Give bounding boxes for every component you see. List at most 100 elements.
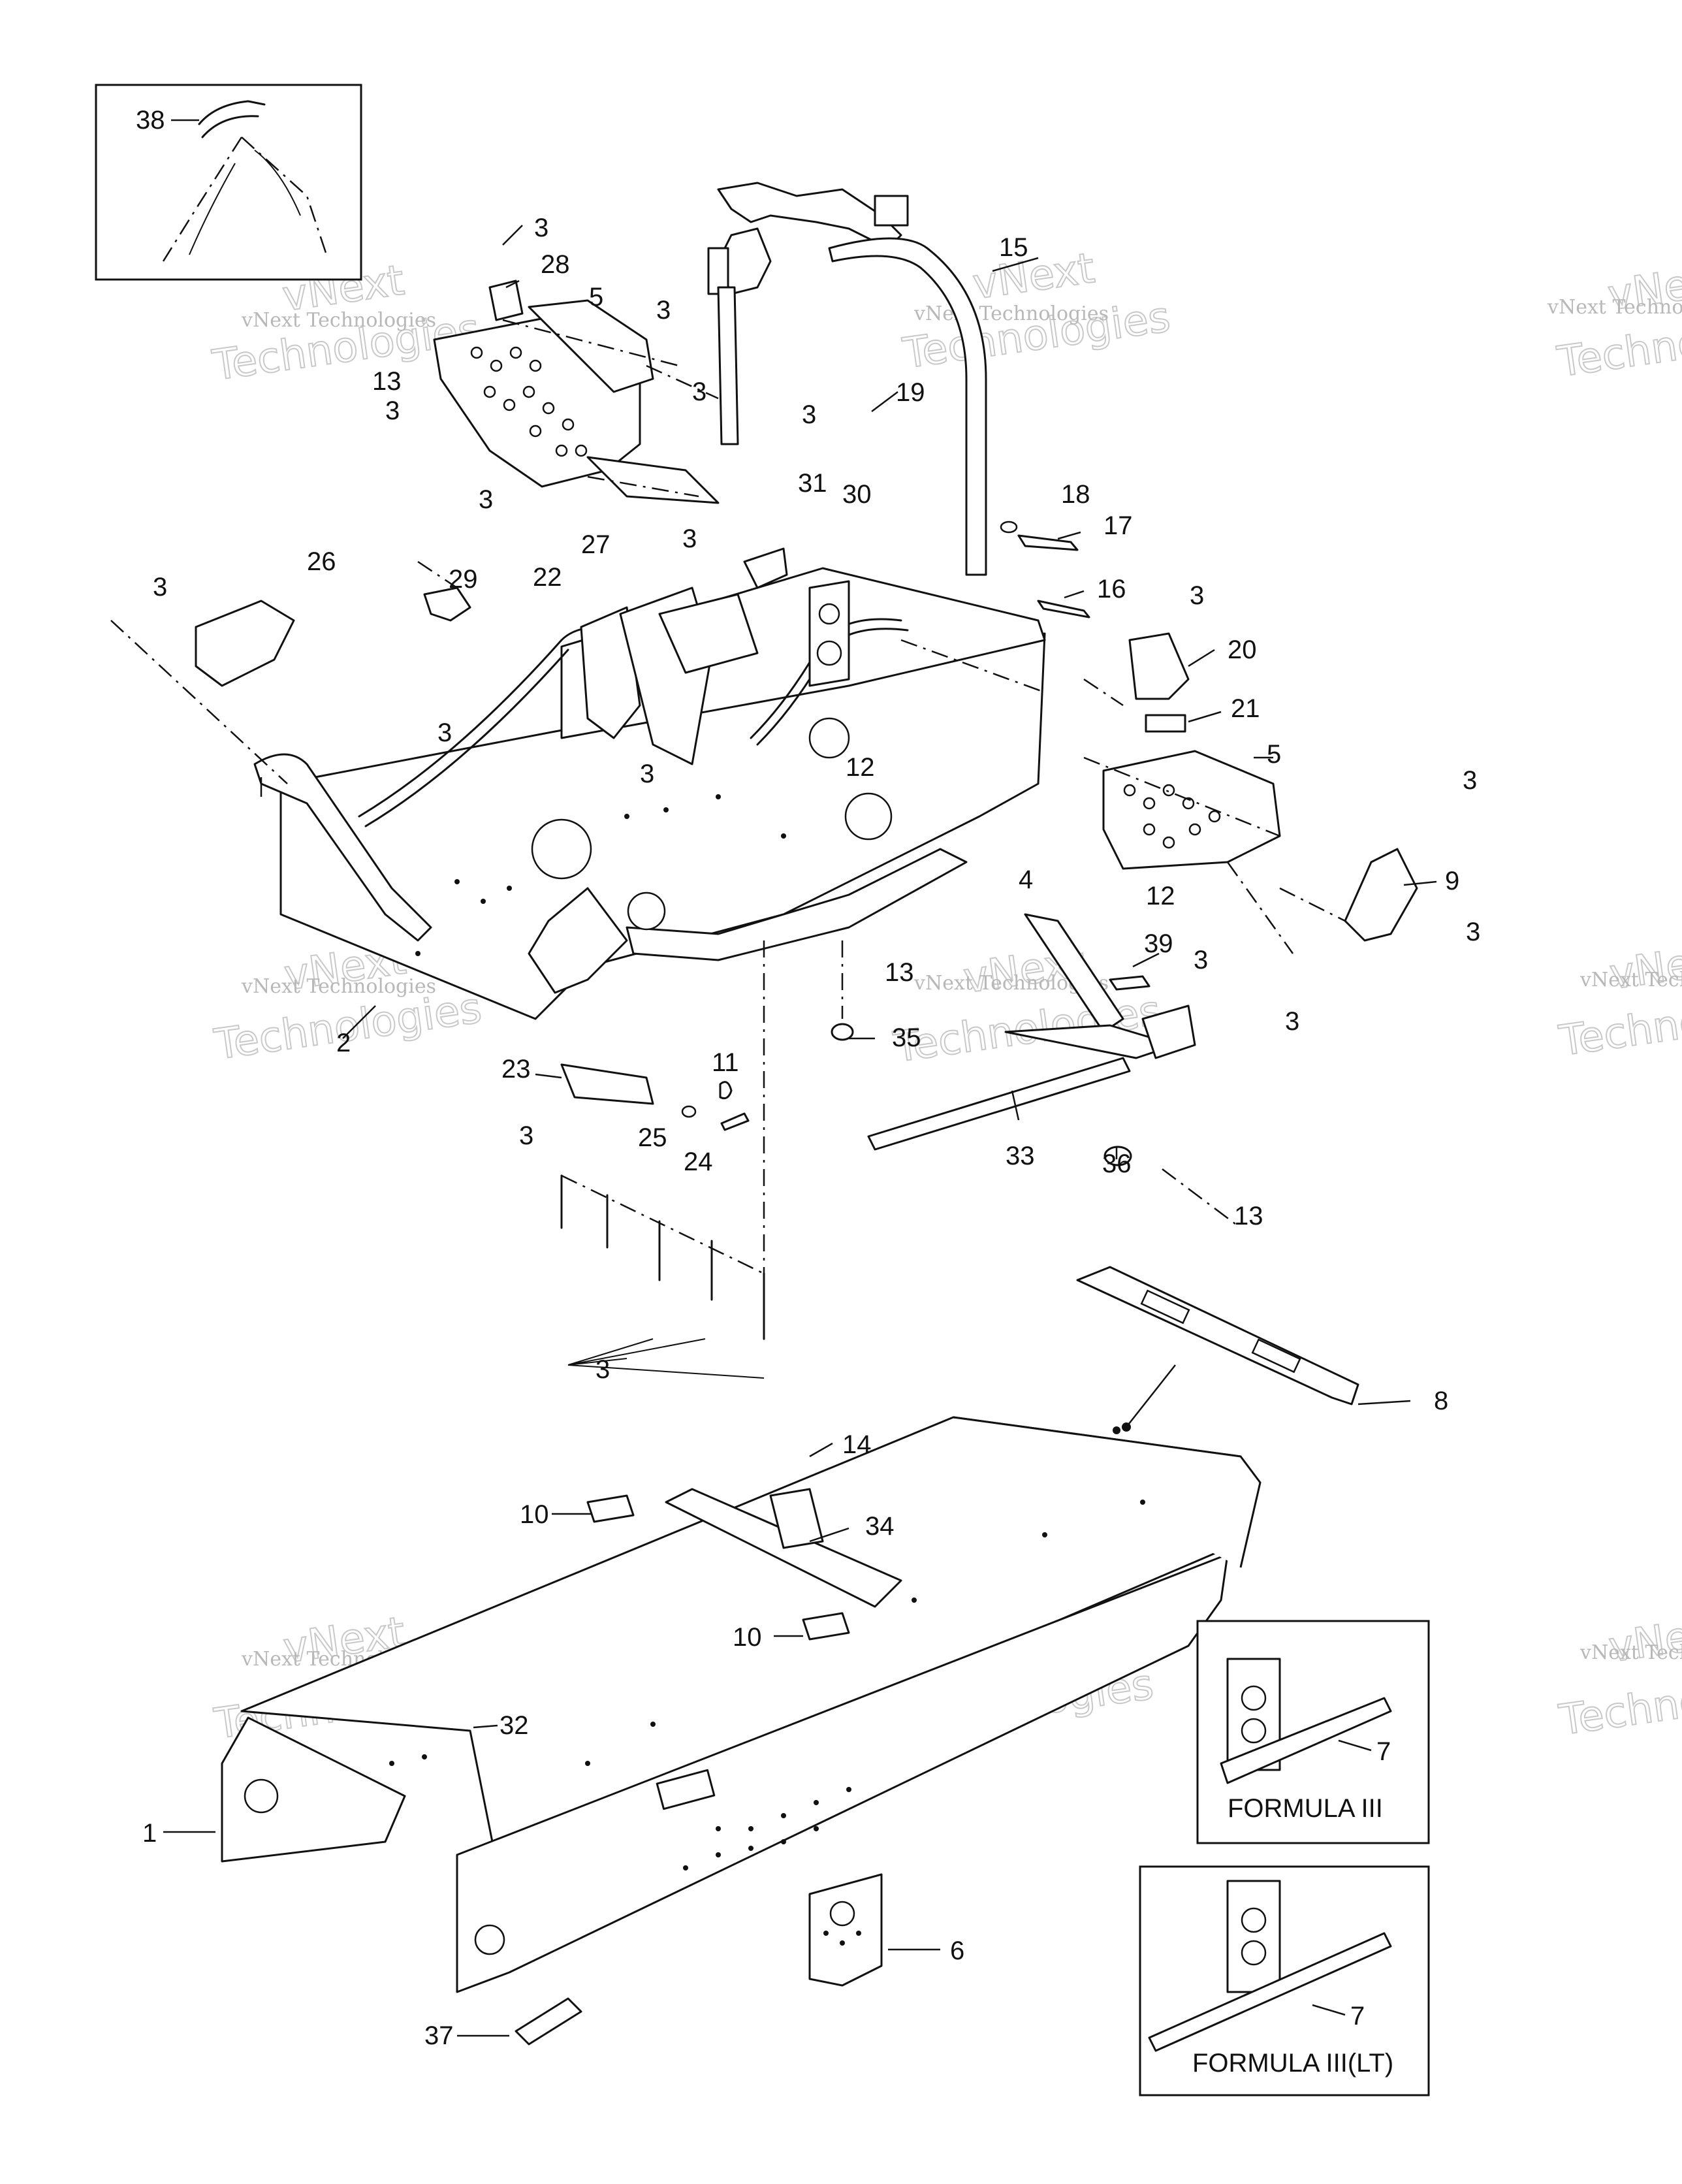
callout-37: 37 xyxy=(424,2021,454,2050)
callout-25: 25 xyxy=(638,1123,667,1152)
callout-26: 26 xyxy=(307,547,336,576)
washer-25 xyxy=(681,1105,697,1118)
callout-35: 35 xyxy=(892,1023,921,1052)
inset-part-38 xyxy=(95,84,362,281)
watermark-text: vNext Technologies xyxy=(1547,296,1682,319)
bolt-17 xyxy=(1017,534,1079,551)
callout-7: 7 xyxy=(1350,2002,1365,2031)
callout-23: 23 xyxy=(501,1055,531,1084)
bracket-20 xyxy=(1128,632,1190,700)
washer-18 xyxy=(1000,521,1018,534)
callout-3: 3 xyxy=(692,377,706,406)
callout-36: 36 xyxy=(1102,1149,1132,1178)
callout-10: 10 xyxy=(733,1623,762,1652)
callout-3: 3 xyxy=(519,1121,533,1150)
callout-13: 13 xyxy=(372,367,402,396)
watermark-text: vNext Technologies xyxy=(1579,1641,1682,1664)
steering-arm-33 xyxy=(867,1057,1131,1151)
callout-3: 3 xyxy=(534,214,548,242)
callout-leaders xyxy=(163,119,1437,2037)
support-22 xyxy=(580,606,641,739)
elbow-hose-38 xyxy=(198,100,266,125)
callout-38: 38 xyxy=(136,106,165,135)
callout-3: 3 xyxy=(437,718,452,747)
plate-8 xyxy=(1076,1266,1359,1405)
callout-18: 18 xyxy=(1061,480,1090,509)
callout-3: 3 xyxy=(1194,946,1208,974)
callout-4: 4 xyxy=(1019,865,1033,894)
part-15-steering-support xyxy=(707,182,987,576)
bracket-31 xyxy=(743,547,788,589)
callout-6: 6 xyxy=(950,1936,964,1965)
callout-3: 3 xyxy=(1285,1007,1299,1036)
callout-39: 39 xyxy=(1144,929,1173,958)
nut-11 xyxy=(719,1081,733,1100)
callout-3: 3 xyxy=(385,396,400,425)
callout-3: 3 xyxy=(1466,918,1480,946)
front-loop xyxy=(528,887,628,994)
callout-10: 10 xyxy=(520,1500,549,1529)
callout-12: 12 xyxy=(1146,882,1175,910)
callout-8: 8 xyxy=(1434,1387,1448,1415)
callout-3: 3 xyxy=(153,573,167,602)
inset-formula-3-lt xyxy=(1139,1865,1430,2096)
callout-9: 9 xyxy=(1445,867,1459,895)
callout-3: 3 xyxy=(656,296,671,325)
callout-20: 20 xyxy=(1228,635,1257,664)
callout-3: 3 xyxy=(1190,581,1204,610)
callout-14: 14 xyxy=(842,1430,872,1459)
right-side-parts xyxy=(1000,521,1418,954)
front-bumper-right xyxy=(626,848,968,961)
callout-11: 11 xyxy=(712,1048,739,1077)
bracket-9 xyxy=(1344,848,1418,942)
callout-16: 16 xyxy=(1097,575,1126,603)
callout-3: 3 xyxy=(802,400,816,429)
bracket-28 xyxy=(488,280,524,321)
watermark-text: vNext xyxy=(970,244,1097,309)
callout-28: 28 xyxy=(541,250,570,279)
callout-7: 7 xyxy=(1376,1737,1391,1766)
watermark-text: vNext Technologies xyxy=(241,975,436,998)
callout-3: 3 xyxy=(682,524,697,553)
callout-15: 15 xyxy=(999,233,1028,262)
plate-30 xyxy=(808,580,850,687)
callout-22: 22 xyxy=(533,563,562,592)
fastener-group-3 xyxy=(260,777,765,1379)
watermark-text: vNext Technologies xyxy=(1579,969,1682,991)
bracket-10b xyxy=(802,1612,850,1641)
callout-12: 12 xyxy=(846,753,875,782)
callout-29: 29 xyxy=(449,565,478,594)
bushing-36 xyxy=(1103,1146,1132,1166)
heat-shield-5-right xyxy=(1102,750,1281,870)
callout-34: 34 xyxy=(865,1512,895,1541)
grommet-35 xyxy=(831,1023,854,1041)
inset-label-formula-3-lt: FORMULA III(LT) xyxy=(1192,2049,1393,2078)
callout-32: 32 xyxy=(500,1711,529,1740)
callout-13: 13 xyxy=(885,958,914,987)
bolt-16 xyxy=(1037,600,1090,618)
callout-30: 30 xyxy=(842,480,872,509)
callout-19: 19 xyxy=(896,378,925,407)
part-37-axle xyxy=(515,1997,582,2046)
callout-31: 31 xyxy=(798,469,827,498)
clamp-29 xyxy=(423,586,471,622)
front-bumper-left xyxy=(253,753,432,942)
pad-21 xyxy=(1145,714,1186,733)
callout-1: 1 xyxy=(142,1819,157,1848)
plate-26 xyxy=(195,600,295,687)
callout-21: 21 xyxy=(1231,694,1260,723)
inset-formula-3 xyxy=(1196,1620,1430,1844)
callout-2: 2 xyxy=(336,1029,351,1057)
part-6-bracket xyxy=(808,1873,883,1987)
callout-3: 3 xyxy=(479,485,493,514)
callout-3: 3 xyxy=(595,1355,610,1384)
callout-17: 17 xyxy=(1103,511,1133,540)
watermark-text: vNext Technologies xyxy=(241,309,436,332)
callout-5: 5 xyxy=(589,283,603,312)
fastener-39 xyxy=(1109,975,1150,991)
part-2-main-frame xyxy=(110,547,1046,1020)
watermark-text: vNext Technologies xyxy=(913,302,1109,325)
watermark-text: Technologies xyxy=(1556,1660,1682,1745)
callout-5: 5 xyxy=(1267,740,1281,769)
